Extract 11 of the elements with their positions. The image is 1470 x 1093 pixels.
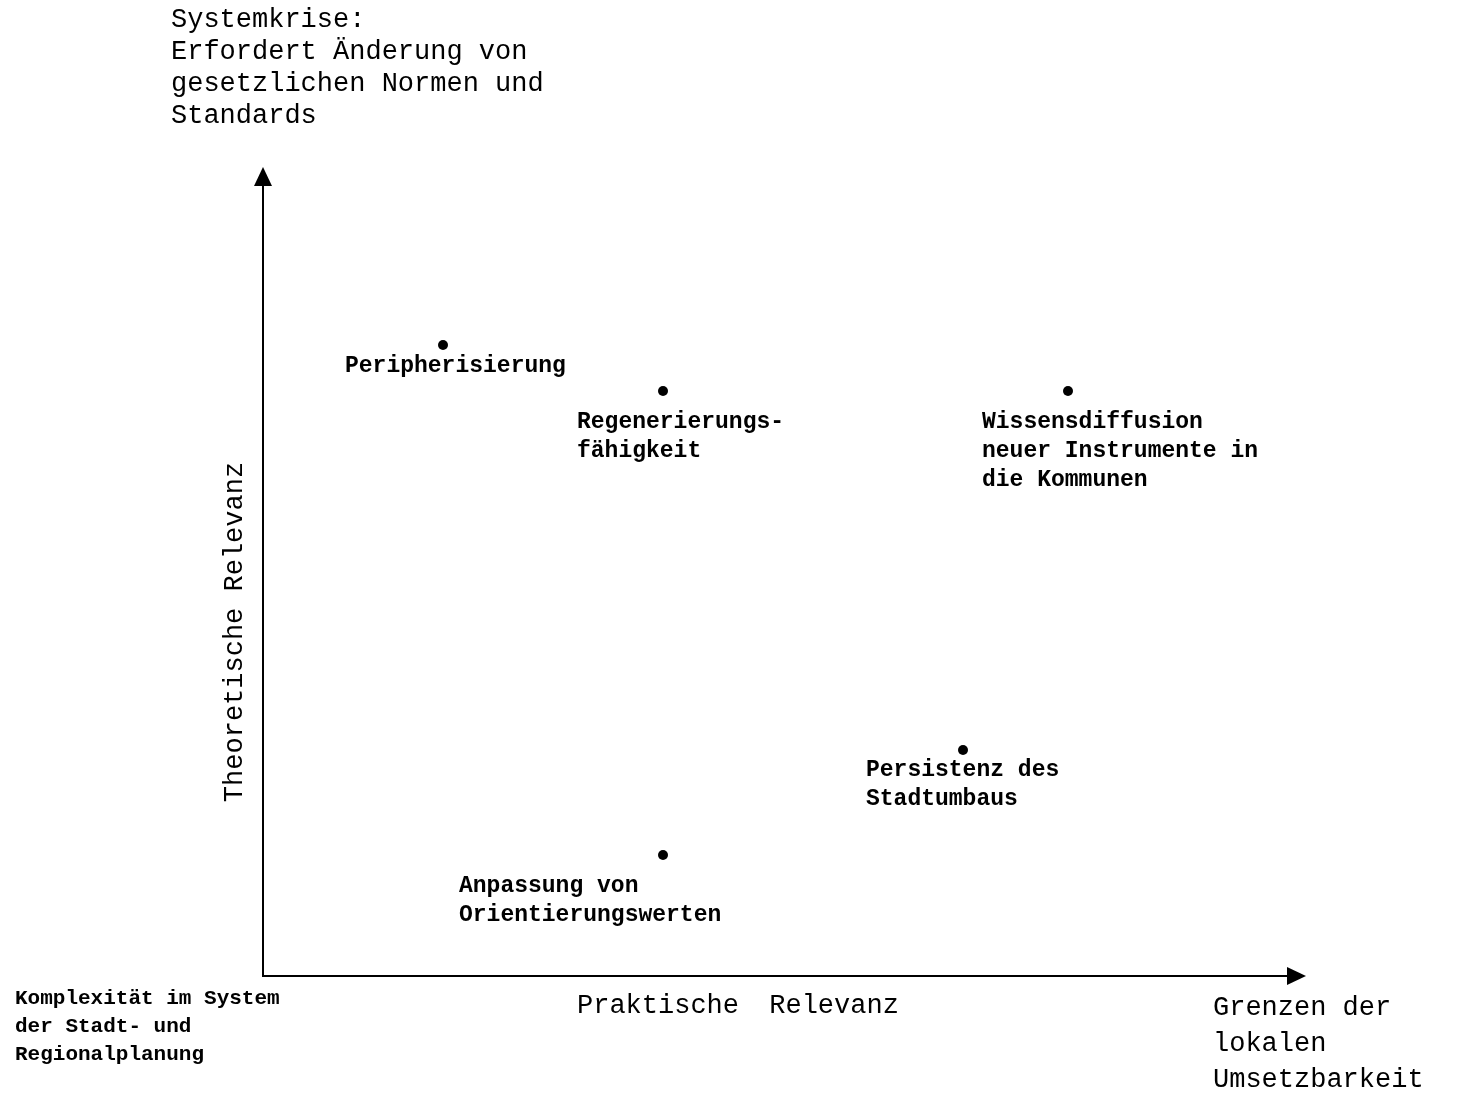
point-label: Peripherisierung — [345, 352, 567, 381]
axis-title: Theoretische Relevanz — [219, 461, 251, 803]
point-label: Regenerierungs-fähigkeit — [577, 408, 786, 466]
axis-top-label: Systemkrise: — [171, 4, 367, 36]
axis-end-label: Praktische Relevanz — [577, 990, 900, 1022]
point-label: Anpassung von Orientierungswerten — [459, 872, 723, 930]
axis-end-label: Grenzen der lokalen Umsetzbarkeit — [1213, 992, 1425, 1093]
axis-top-label: Erfordert Änderung von gesetzlichen Normen und Standards — [171, 36, 545, 132]
point-label: Persistenz des Stadtumbaus — [866, 756, 1061, 814]
axis-end-label: Komplexität im System der Stadt- und Regionalplanung — [15, 986, 281, 1068]
point-label: Wissensdiffusion neuer Instrumente in die Kommunen — [982, 408, 1260, 495]
